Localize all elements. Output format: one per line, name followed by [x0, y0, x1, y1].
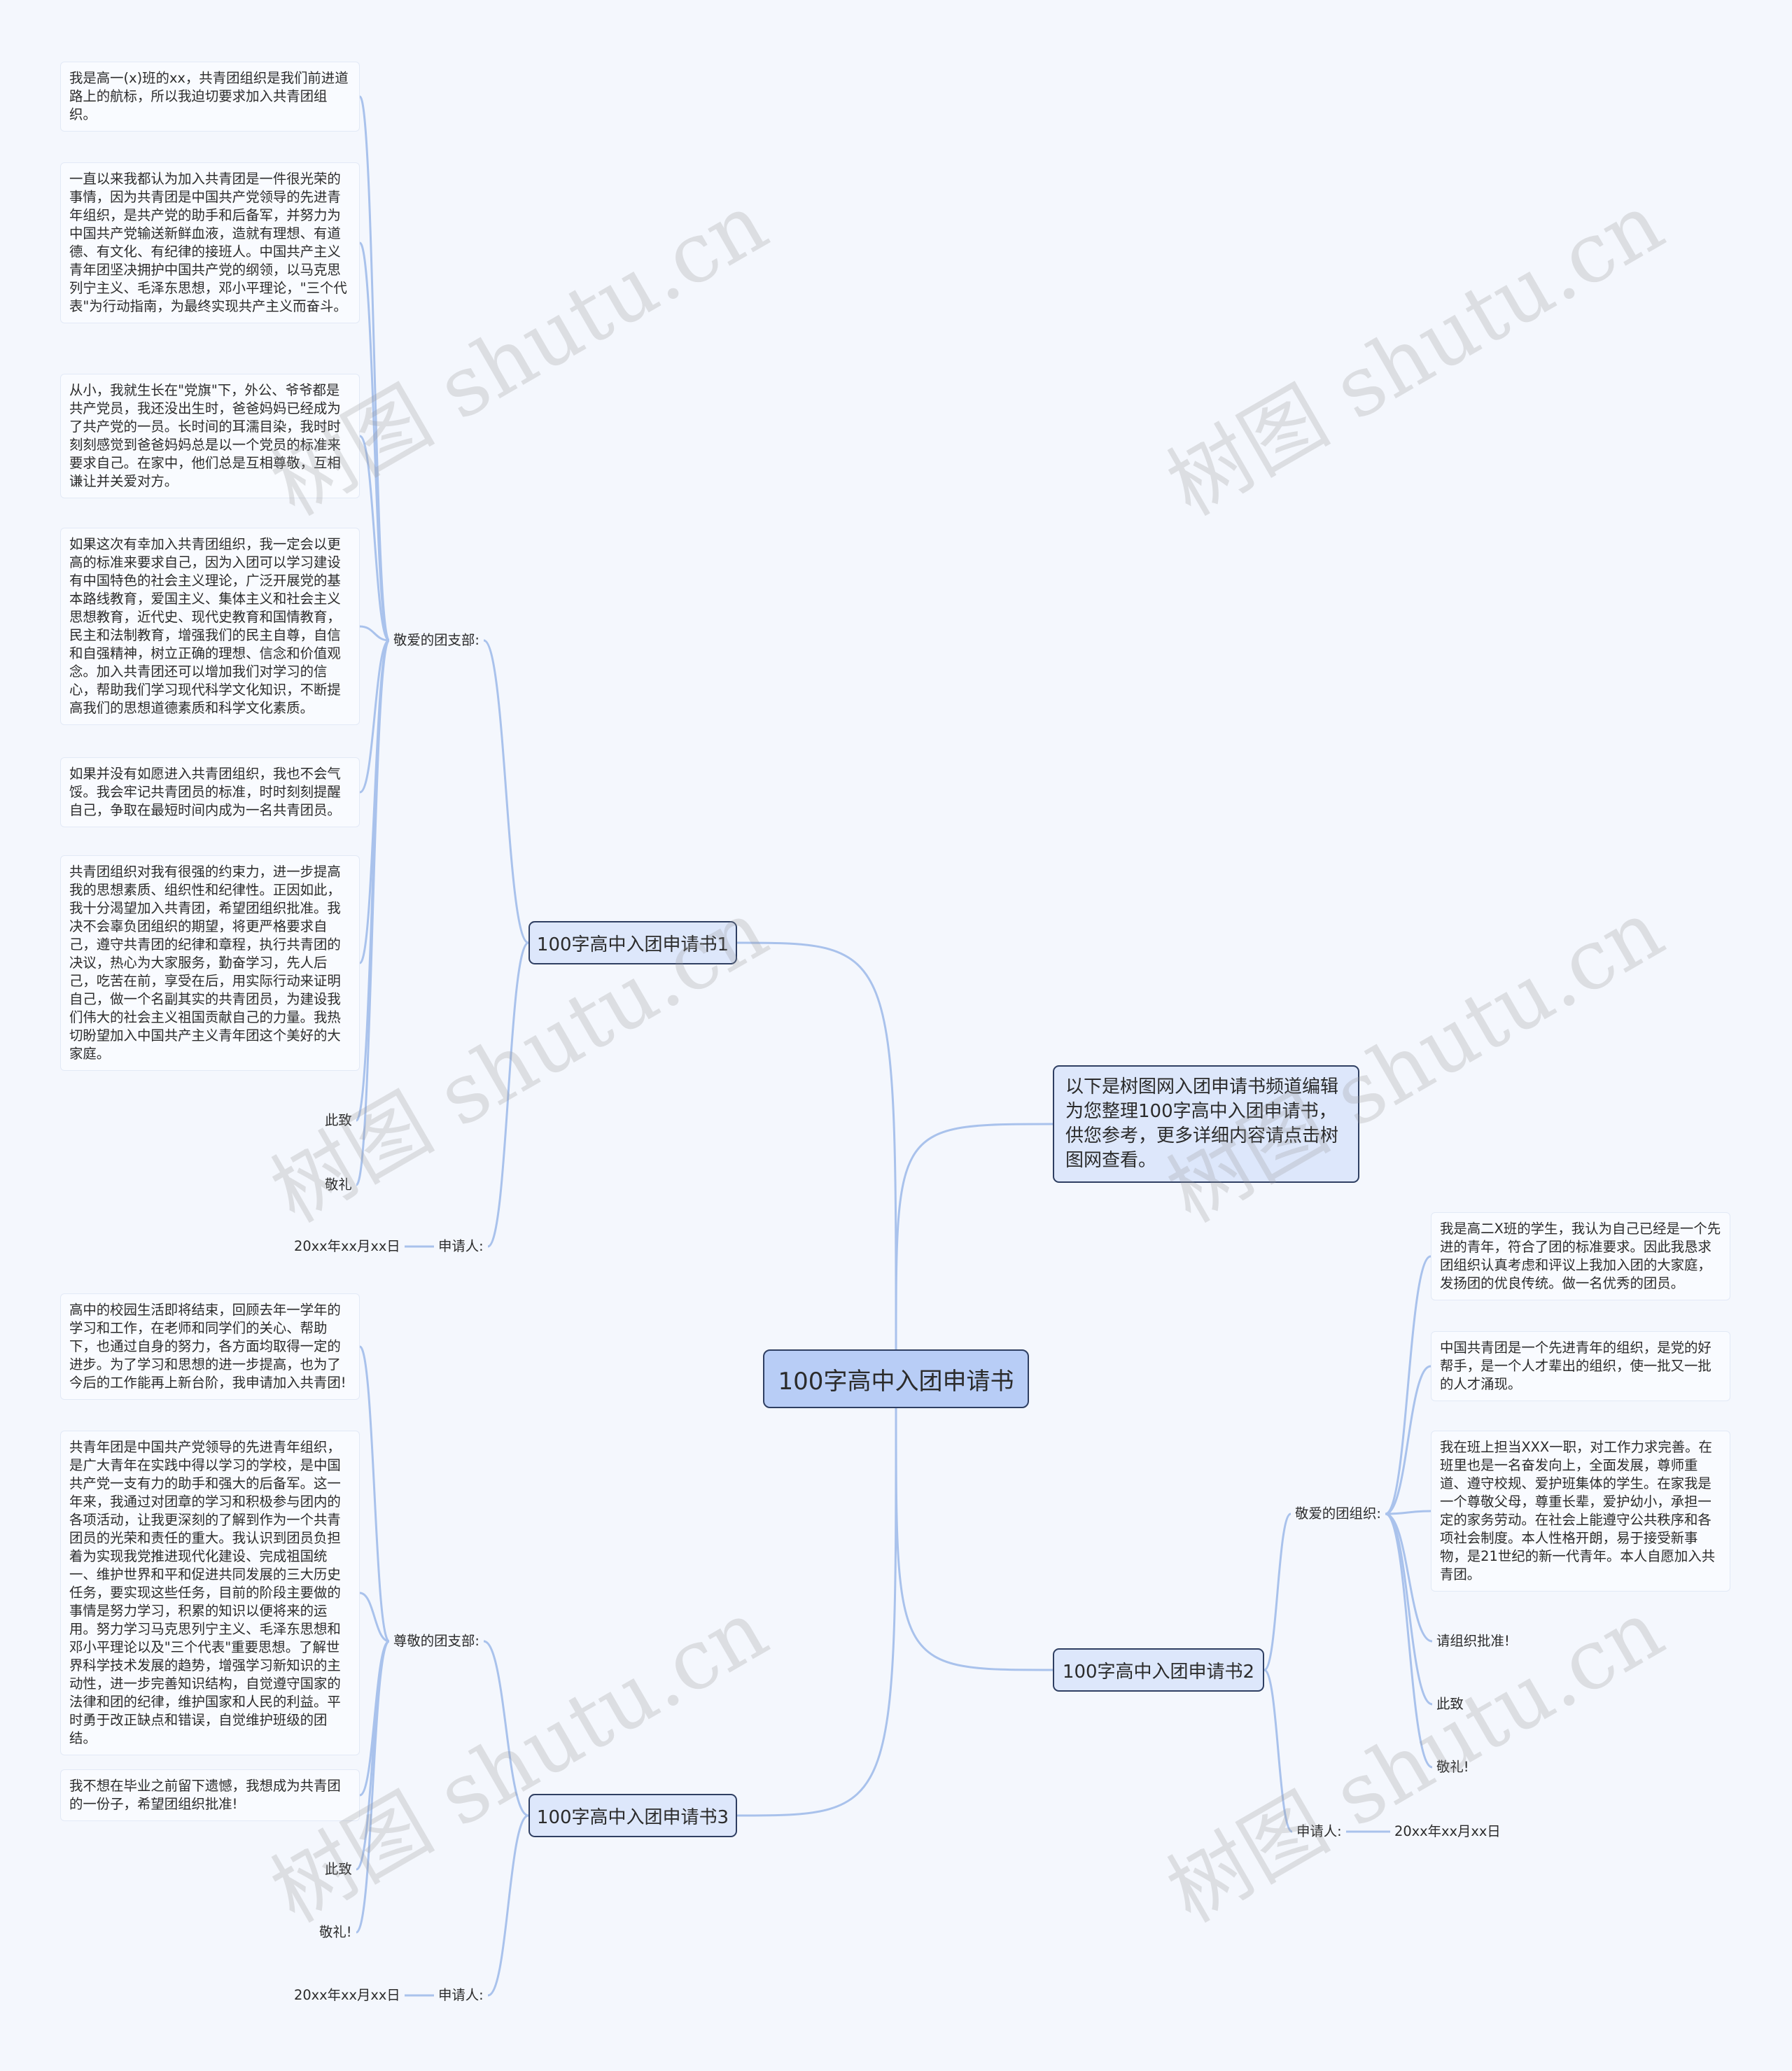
connector-line — [359, 1592, 390, 1643]
connector-line — [487, 1814, 529, 1997]
branch-2-closing-2[interactable]: 敬礼! — [1436, 1759, 1469, 1775]
branch-2-paragraph-2[interactable]: 中国共青团是一个先进青年的组织，是党的好帮手，是一个人才辈出的组织，使一批又一批… — [1431, 1331, 1730, 1401]
connector-line — [359, 435, 390, 642]
branch-2-approve[interactable]: 请组织批准! — [1436, 1633, 1510, 1649]
connector-line — [359, 639, 390, 794]
connector-line — [355, 1640, 391, 1934]
connector-line — [1264, 1512, 1292, 1671]
branch-3-closing-1[interactable]: 此致 — [325, 1861, 352, 1877]
branch-2-topic[interactable]: 100字高中入团申请书2 — [1053, 1648, 1264, 1692]
branch-2-paragraph-3[interactable]: 我在班上担当XXX一职，对工作力求完善。在班里也是一名奋发向上，全面发展，尊师重… — [1431, 1431, 1730, 1592]
branch-3-closing-2[interactable]: 敬礼! — [319, 1924, 352, 1940]
connector-line — [356, 1640, 390, 1871]
connector-line — [487, 941, 529, 1248]
connector-line — [1264, 1669, 1293, 1833]
connector-line — [895, 1123, 1054, 1350]
connector-line — [736, 941, 897, 1350]
connector-line — [895, 1407, 1054, 1671]
branch-1-date[interactable]: 20xx年xx月xx日 — [294, 1238, 400, 1254]
branch-2-applicant-label[interactable]: 申请人: — [1296, 1823, 1342, 1839]
branch-1-paragraph-5[interactable]: 如果并没有如愿进入共青团组织，我也不会气馁。我会牢记共青团员的标准，时时刻刻提醒… — [60, 757, 360, 827]
connector-line — [483, 1640, 529, 1817]
branch-1-paragraph-6[interactable]: 共青团组织对我有很强的约束力，进一步提高我的思想素质、组织性和纪律性。正因如此，… — [60, 855, 360, 1071]
connector-line — [1385, 1512, 1433, 1769]
branch-2-paragraph-1[interactable]: 我是高二X班的学生，我认为自己已经是一个先进的青年，符合了团的标准要求。因此我恳… — [1431, 1212, 1730, 1300]
branch-3-paragraph-1[interactable]: 高中的校园生活即将结束，回顾去年一学年的学习和工作，在老师和同学们的关心、帮助下… — [60, 1293, 360, 1400]
branch-3-salutation[interactable]: 尊敬的团支部: — [393, 1633, 479, 1649]
branch-2-salutation[interactable]: 敬爱的团组织: — [1295, 1505, 1381, 1522]
branch-2-date[interactable]: 20xx年xx月xx日 — [1394, 1823, 1501, 1839]
branch-1-salutation[interactable]: 敬爱的团支部: — [393, 632, 479, 648]
branch-1-paragraph-2[interactable]: 一直以来我都认为加入共青团是一件很光荣的事情，因为共青团是中国共产党领导的先进青… — [60, 162, 360, 323]
branch-1-paragraph-4[interactable]: 如果这次有幸加入共青团组织，我一定会以更高的标准来要求自己，因为入团可以学习建设… — [60, 528, 360, 725]
branch-1-closing-1[interactable]: 此致 — [325, 1112, 352, 1128]
connector-line — [1385, 1512, 1433, 1643]
branch-1-topic[interactable]: 100字高中入团申请书1 — [528, 921, 737, 964]
branch-1-paragraph-3[interactable]: 从小，我就生长在"党旗"下，外公、爷爷都是共产党员，我还没出生时，爸爸妈妈已经成… — [60, 374, 360, 498]
connector-line — [483, 639, 529, 944]
branch-3-date[interactable]: 20xx年xx月xx日 — [294, 1987, 400, 2003]
branch-3-paragraph-3[interactable]: 我不想在毕业之前留下遗憾，我想成为共青团的一份子，希望团组织批准! — [60, 1769, 360, 1821]
connector-line — [358, 241, 391, 642]
connector-line — [1385, 1365, 1432, 1515]
branch-3-paragraph-2[interactable]: 共青年团是中国共产党领导的先进青年组织，是广大青年在实践中得以学习的学校，是中国… — [60, 1431, 360, 1755]
connector-line — [1385, 1255, 1432, 1515]
intro-note[interactable]: 以下是树图网入团申请书频道编辑为您整理100字高中入团申请书，供您参考，更多详细… — [1053, 1065, 1359, 1183]
branch-3-applicant-label[interactable]: 申请人: — [438, 1987, 484, 2003]
root-topic[interactable]: 100字高中入团申请书 — [763, 1349, 1029, 1408]
branch-1-closing-2[interactable]: 敬礼 — [325, 1177, 352, 1193]
connector-line — [355, 639, 391, 1186]
connector-line — [736, 1407, 897, 1817]
connector-line — [1385, 1510, 1432, 1515]
connector-line — [1385, 1512, 1433, 1706]
connector-line — [358, 95, 391, 642]
connector-line — [359, 625, 390, 642]
branch-1-applicant-label[interactable]: 申请人: — [438, 1238, 484, 1254]
connector-line — [358, 1345, 391, 1643]
connector-line — [358, 639, 391, 964]
branch-2-closing-1[interactable]: 此致 — [1436, 1696, 1464, 1712]
branch-1-paragraph-1[interactable]: 我是高一(x)班的xx，共青团组织是我们前进道路上的航标，所以我迫切要求加入共青… — [60, 62, 360, 132]
branch-3-topic[interactable]: 100字高中入团申请书3 — [528, 1794, 737, 1837]
